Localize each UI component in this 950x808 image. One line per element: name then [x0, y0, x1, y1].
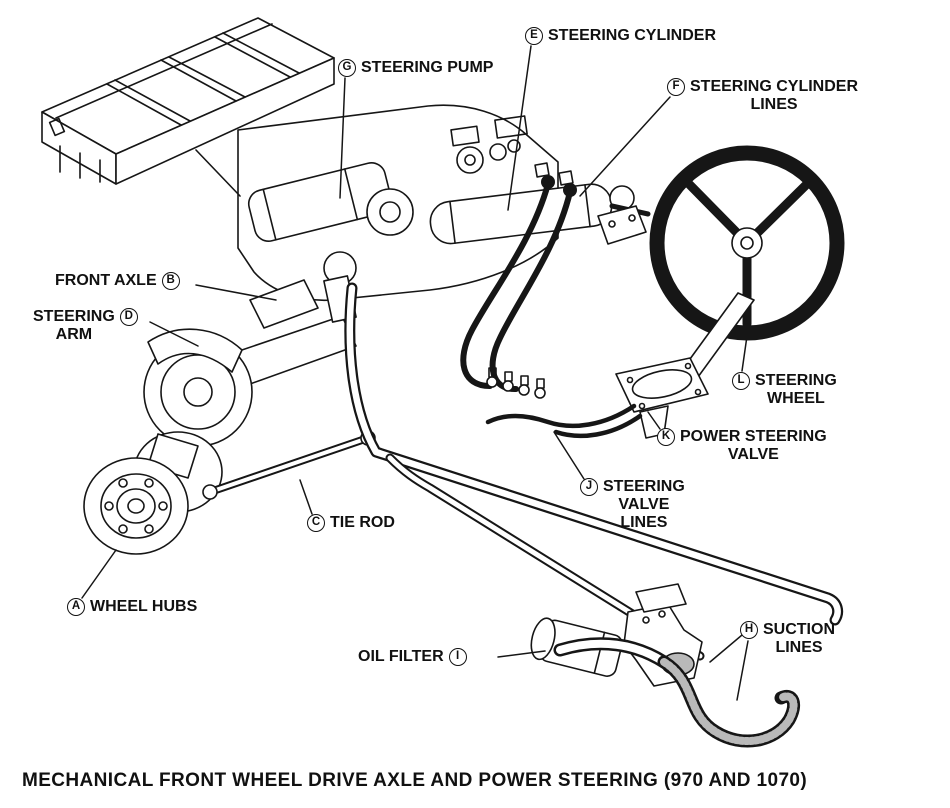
- callout-l-badge: L: [732, 372, 750, 390]
- label-text: STEERING: [755, 372, 837, 389]
- label-text: ARM: [55, 326, 93, 343]
- label-text: VALVE: [618, 496, 670, 513]
- callout-e-badge: E: [525, 27, 543, 45]
- label-steering-arm: STEERING ARM D: [33, 308, 138, 344]
- callout-d-badge: D: [119, 308, 138, 326]
- label-text: STEERING CYLINDER: [548, 27, 717, 44]
- label-text: STEERING: [33, 308, 115, 325]
- suction-pump-drawing: [623, 583, 703, 687]
- label-text: LINES: [775, 639, 823, 656]
- label-text: STEERING PUMP: [361, 59, 494, 76]
- suction-tube-drawing: [344, 282, 844, 661]
- callout-g-badge: G: [338, 59, 356, 77]
- label-text: STEERING CYLINDER: [690, 78, 859, 95]
- callout-c-badge: C: [307, 514, 325, 532]
- label-steering-valve-lines: J STEERING VALVE LINES: [580, 478, 685, 532]
- suction-hose-drawing: [553, 637, 801, 748]
- callout-j-badge: J: [580, 478, 598, 496]
- power-steering-valve-drawing: [615, 357, 709, 439]
- label-front-axle: FRONT AXLE B: [55, 272, 180, 290]
- label-text: STEERING: [603, 478, 685, 495]
- wheel-hub-drawing: [83, 431, 223, 555]
- figure-caption: MECHANICAL FRONT WHEEL DRIVE AXLE AND PO…: [22, 770, 808, 791]
- label-text: SUCTION: [763, 621, 835, 638]
- tie-rod-drawing: [202, 430, 376, 500]
- callout-i-badge: I: [448, 648, 467, 666]
- label-text: FRONT AXLE: [55, 272, 157, 289]
- label-tie-rod: C TIE ROD: [307, 514, 395, 532]
- callout-a-badge: A: [67, 598, 85, 616]
- callout-h-badge: H: [740, 621, 758, 639]
- steering-pump-drawing: [247, 162, 414, 242]
- label-text: LINES: [750, 96, 798, 113]
- label-text: OIL FILTER: [358, 648, 444, 665]
- cylinder-mount-drawing: [597, 205, 647, 245]
- label-suction-lines: H SUCTION LINES: [740, 621, 835, 657]
- leader-lines: [81, 45, 749, 701]
- steering-arm-drawing: [147, 328, 243, 373]
- callout-b-badge: B: [161, 272, 180, 290]
- callout-f-badge: F: [667, 78, 685, 96]
- chassis-frame-drawing: [41, 17, 335, 185]
- label-text: POWER STEERING: [680, 428, 827, 445]
- label-steering-pump: G STEERING PUMP: [338, 59, 493, 77]
- label-steering-wheel: L STEERING WHEEL: [732, 372, 837, 408]
- hydraulic-fittings-drawing: [486, 367, 546, 399]
- label-steering-cylinder: E STEERING CYLINDER: [525, 27, 716, 45]
- callout-k-badge: K: [657, 428, 675, 446]
- label-oil-filter: OIL FILTER I: [358, 648, 467, 666]
- label-wheel-hubs: A WHEEL HUBS: [67, 598, 197, 616]
- label-text: VALVE: [727, 446, 779, 463]
- label-power-steering-valve: K POWER STEERING VALVE: [657, 428, 827, 464]
- label-text: WHEEL: [767, 390, 825, 407]
- label-text: WHEEL HUBS: [90, 598, 198, 615]
- label-steering-cylinder-lines: F STEERING CYLINDER LINES: [667, 78, 858, 114]
- steering-valve-lines-drawing: [485, 403, 643, 439]
- label-text: LINES: [620, 514, 668, 531]
- label-text: TIE ROD: [330, 514, 395, 531]
